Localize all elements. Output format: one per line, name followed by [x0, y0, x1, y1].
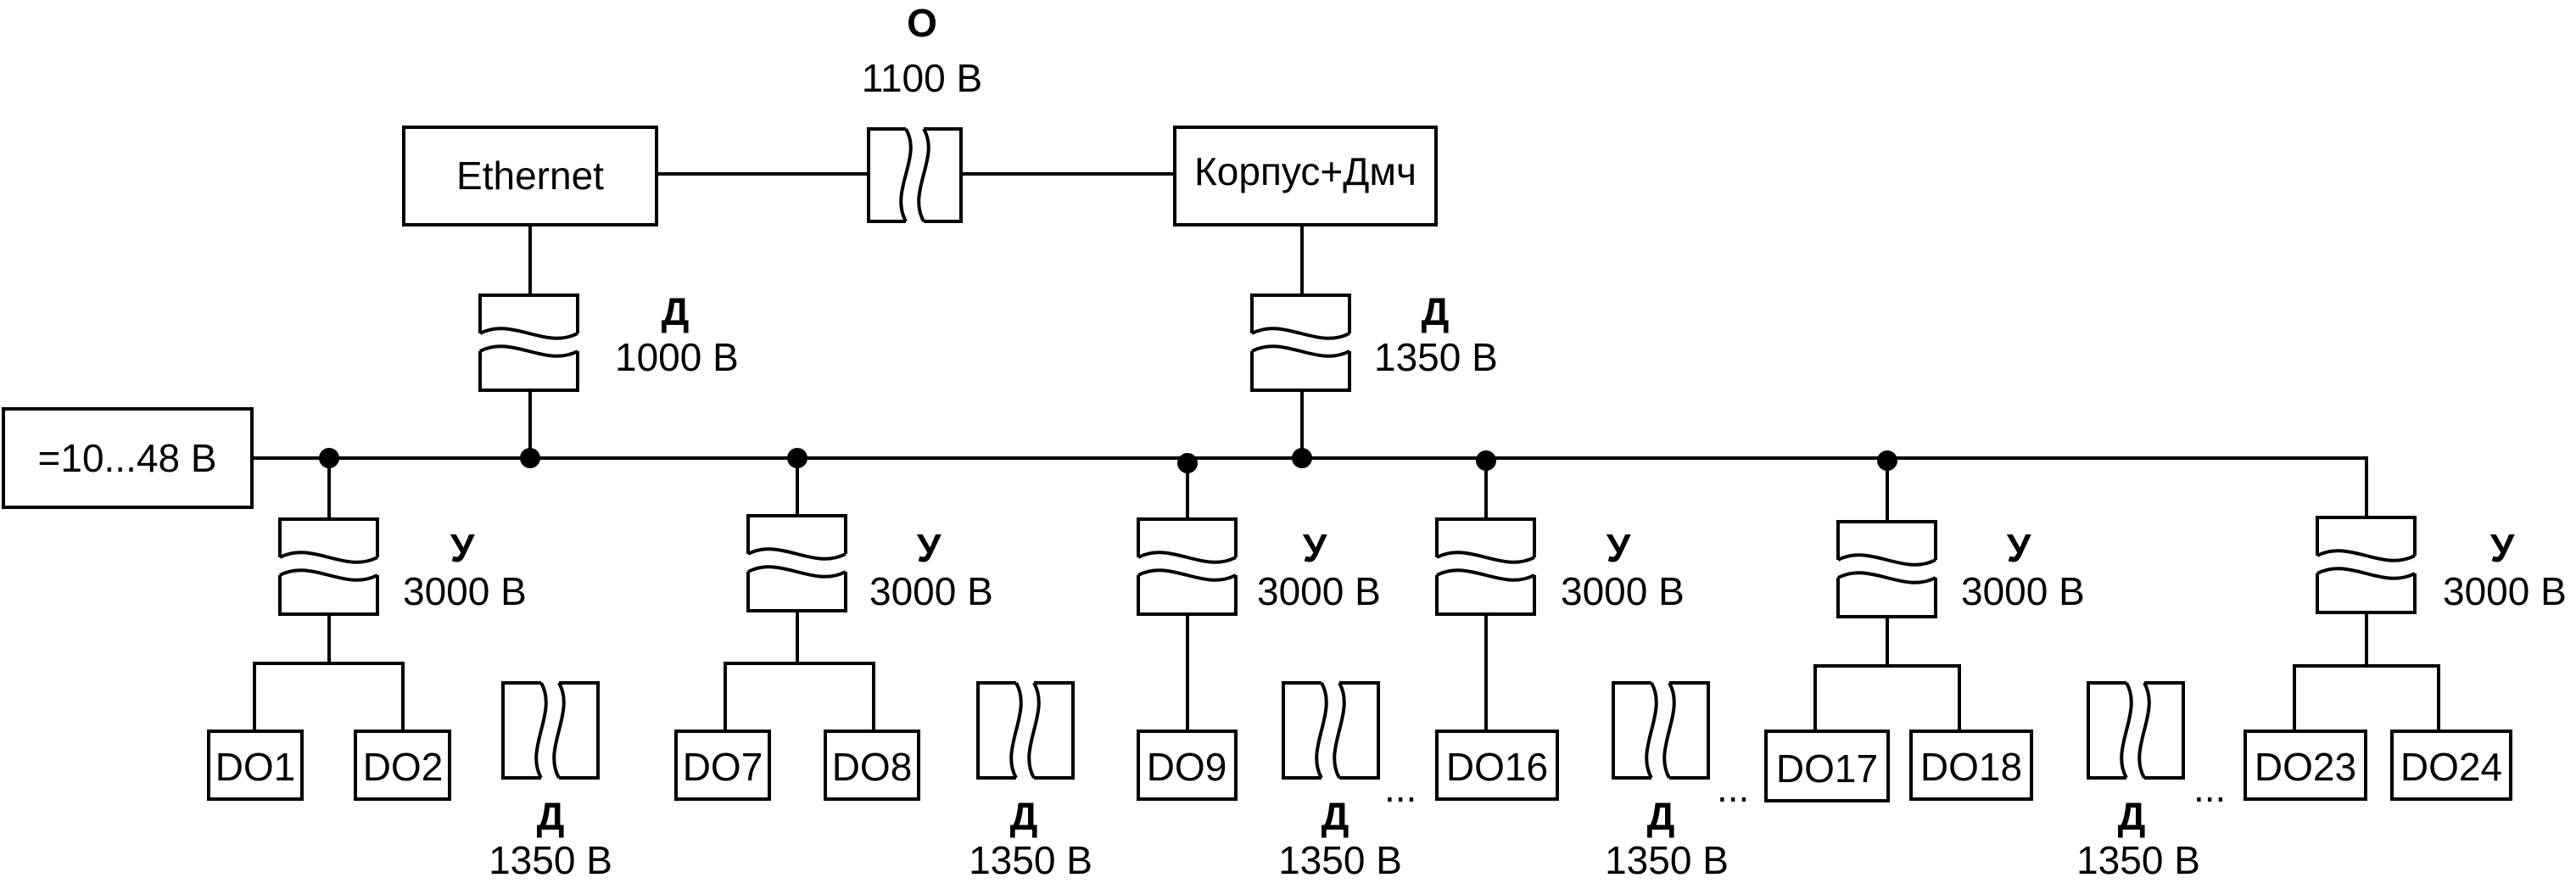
- basic-insulation-voltage: 1100 В: [862, 56, 982, 100]
- output-insulation-code: Д: [1010, 794, 1038, 838]
- reinforced-insulation-symbol: [1136, 517, 1238, 616]
- output-insulation-voltage: 1350 В: [1278, 838, 1402, 882]
- ethernet-bus-insulation-voltage: 1000 В: [615, 335, 739, 379]
- output-insulation-voltage: 1350 В: [969, 838, 1092, 882]
- reinforced-insulation-code: У: [917, 526, 942, 570]
- reinforced-insulation-code: У: [2490, 526, 2516, 570]
- reinforced-insulation-voltage: 3000 В: [2443, 569, 2567, 613]
- output-do2: [354, 730, 451, 801]
- reinforced-insulation-voltage: 3000 В: [869, 569, 993, 613]
- output-insulation-symbol-5: [2087, 680, 2185, 780]
- output-insulation-symbol-4: [1612, 680, 1710, 780]
- output-do8-label: DO8: [832, 745, 913, 789]
- output-do17: [1764, 730, 1890, 802]
- housing-block: [1173, 126, 1438, 226]
- output-do1-label: DO1: [215, 745, 296, 789]
- output-do17-label: DO17: [1776, 746, 1878, 791]
- reinforced-insulation-code: У: [2007, 526, 2032, 570]
- output-insulation-code: Д: [2118, 794, 2146, 838]
- ethernet-bus-insulation-code: Д: [662, 289, 690, 333]
- output-group-5: У 3000 В DO17 DO18: [1764, 461, 2085, 802]
- output-insulation-symbol-3: [1282, 680, 1380, 780]
- bus-junction-housing: [1292, 448, 1312, 468]
- reinforced-insulation-voltage: 3000 В: [1257, 569, 1381, 613]
- reinforced-insulation-voltage: 3000 В: [403, 569, 527, 613]
- output-insulation-code: Д: [1647, 794, 1675, 838]
- output-group-3: У 3000 В DO9: [1136, 463, 1381, 801]
- output-group-4: У 3000 В DO16: [1434, 461, 1685, 801]
- output-do2-label: DO2: [363, 745, 444, 789]
- output-insulation-symbol-2: [976, 680, 1075, 780]
- output-insulation-voltage: 1350 В: [489, 838, 612, 882]
- basic-insulation-code: О: [907, 1, 937, 45]
- reinforced-insulation-voltage: 3000 В: [1561, 569, 1685, 613]
- reinforced-insulation-code: У: [1607, 526, 1632, 570]
- output-do16: [1435, 730, 1559, 801]
- reinforced-insulation-code: У: [1303, 526, 1328, 570]
- output-insulation-code: Д: [1322, 794, 1349, 838]
- ellipsis-2: ...: [1717, 766, 1749, 810]
- output-do23-label: DO23: [2255, 745, 2356, 789]
- output-do1: [207, 730, 304, 801]
- ellipsis-1: ...: [1384, 766, 1417, 810]
- reinforced-insulation-symbol: [2315, 516, 2417, 614]
- output-do24: [2390, 730, 2512, 801]
- main-bus: [252, 456, 2368, 517]
- output-group-2: У 3000 В DO7 DO8: [674, 458, 993, 801]
- output-group-6: У 3000 В DO23 DO24: [2244, 516, 2567, 801]
- bus-junction-ethernet: [520, 448, 540, 468]
- output-insulation-voltage: 1350 В: [2076, 838, 2200, 882]
- output-do9: [1137, 730, 1238, 801]
- reinforced-insulation-symbol: [1434, 517, 1537, 616]
- basic-insulation-symbol: [867, 126, 963, 225]
- housing-label: Корпус+Дмч: [1194, 149, 1417, 193]
- ethernet-bus-insulation-symbol: [478, 294, 580, 392]
- housing-bus-insulation-symbol: [1249, 294, 1352, 392]
- reinforced-insulation-voltage: 3000 В: [1961, 569, 2085, 613]
- output-do18: [1909, 730, 2033, 801]
- output-do16-label: DO16: [1446, 745, 1548, 789]
- housing-bus-insulation-voltage: 1350 В: [1374, 335, 1498, 379]
- output-insulation-symbol-1: [501, 680, 600, 780]
- output-insulation-voltage: 1350 В: [1605, 838, 1729, 882]
- output-do23: [2244, 730, 2367, 801]
- output-do18-label: DO18: [1920, 745, 2022, 789]
- reinforced-insulation-code: У: [450, 526, 476, 570]
- output-do24-label: DO24: [2400, 745, 2502, 789]
- output-do7-label: DO7: [683, 745, 763, 789]
- ethernet-label: Ethernet: [456, 154, 604, 198]
- reinforced-insulation-symbol: [277, 517, 380, 616]
- housing-bus-insulation-code: Д: [1422, 289, 1450, 333]
- power-label: =10...48 В: [38, 436, 217, 480]
- output-do8: [824, 730, 920, 801]
- output-do7: [674, 730, 771, 801]
- power-block: [2, 407, 254, 509]
- reinforced-insulation-symbol: [1836, 520, 1938, 618]
- output-group-1: У 3000 В DO1 DO2: [207, 458, 527, 801]
- output-do9-label: DO9: [1147, 745, 1227, 789]
- reinforced-insulation-symbol: [746, 514, 848, 612]
- output-insulation-code: Д: [537, 794, 565, 838]
- ellipsis-3: ...: [2193, 766, 2226, 810]
